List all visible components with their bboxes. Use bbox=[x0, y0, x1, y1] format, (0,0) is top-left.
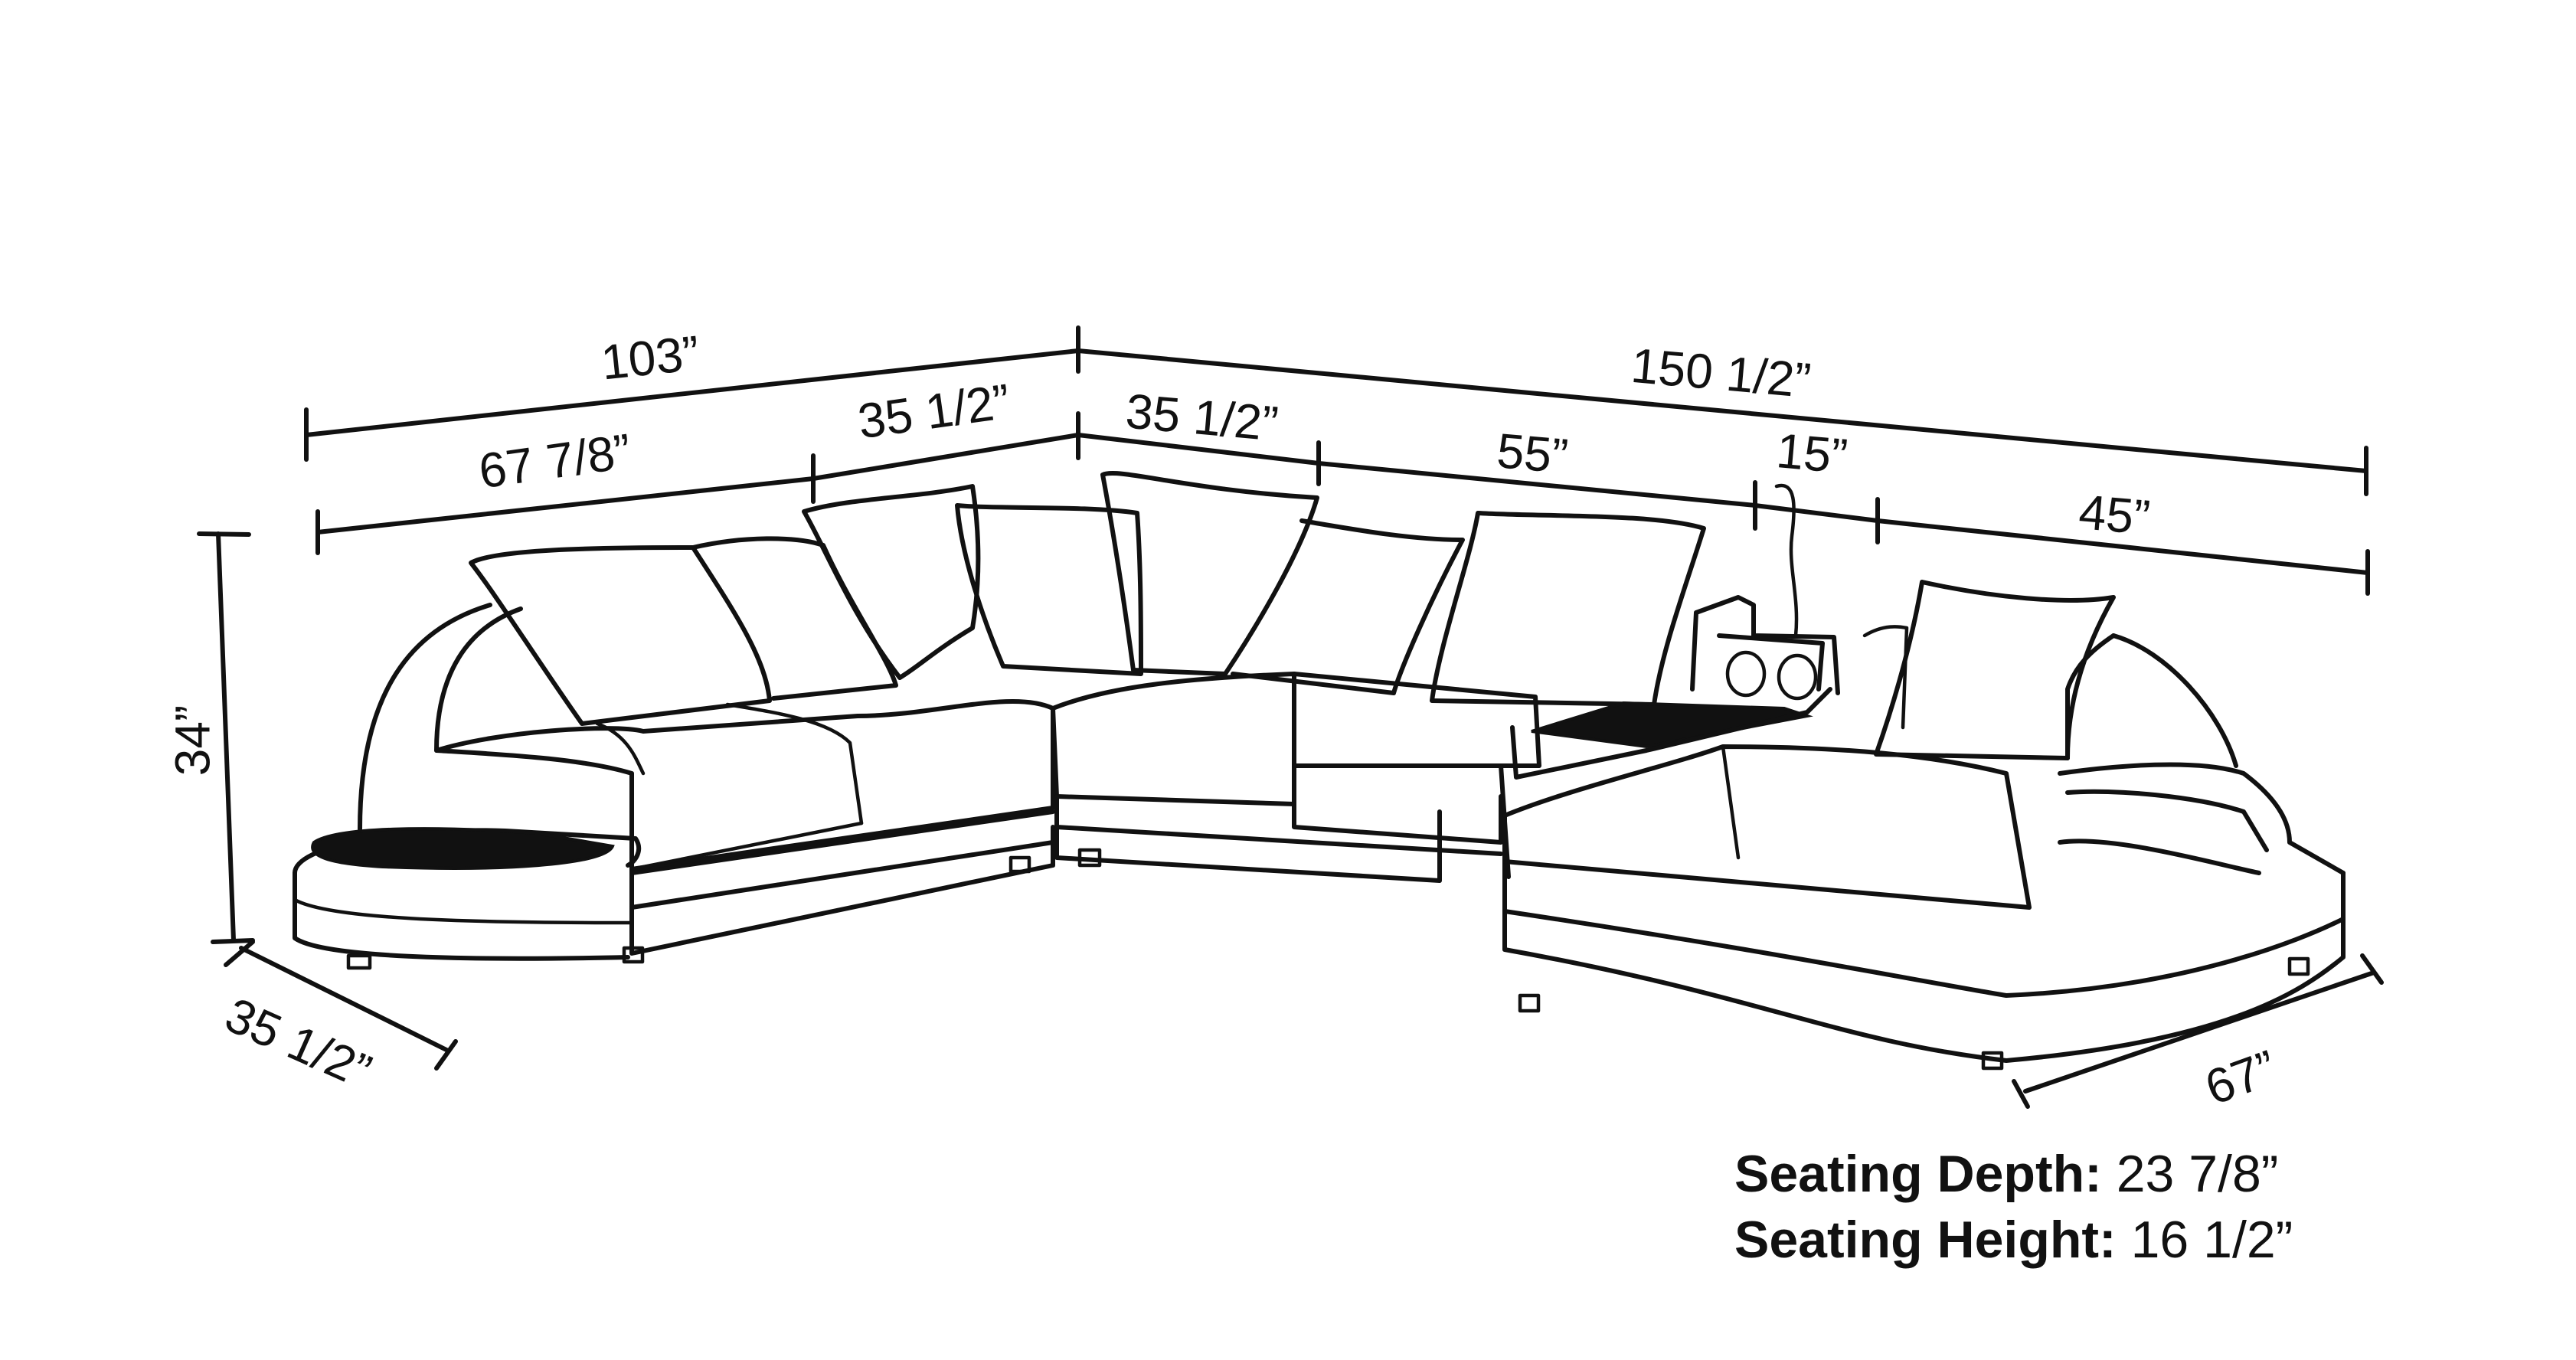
spec-value: 16 1/2” bbox=[2130, 1211, 2293, 1269]
dimension-lines bbox=[197, 325, 2384, 1109]
dimension-label-console: 15” bbox=[1774, 423, 1850, 484]
spec-label: Seating Height: bbox=[1734, 1211, 2117, 1269]
dimension-label-overall-left: 103” bbox=[598, 325, 702, 391]
seating-specs: Seating Depth: 23 7/8” Seating Height: 1… bbox=[1734, 1141, 2293, 1273]
spec-seating-height: Seating Height: 16 1/2” bbox=[1734, 1207, 2293, 1273]
spec-value: 23 7/8” bbox=[2116, 1145, 2279, 1203]
sofa-sketch bbox=[293, 471, 2346, 1071]
dimension-label-middle-section: 55” bbox=[1495, 423, 1571, 484]
spec-seating-depth: Seating Depth: 23 7/8” bbox=[1734, 1141, 2293, 1207]
dimension-label-chaise-section: 45” bbox=[2077, 484, 2153, 545]
dimension-label-height: 34” bbox=[165, 705, 221, 776]
spec-label: Seating Depth: bbox=[1734, 1145, 2102, 1203]
